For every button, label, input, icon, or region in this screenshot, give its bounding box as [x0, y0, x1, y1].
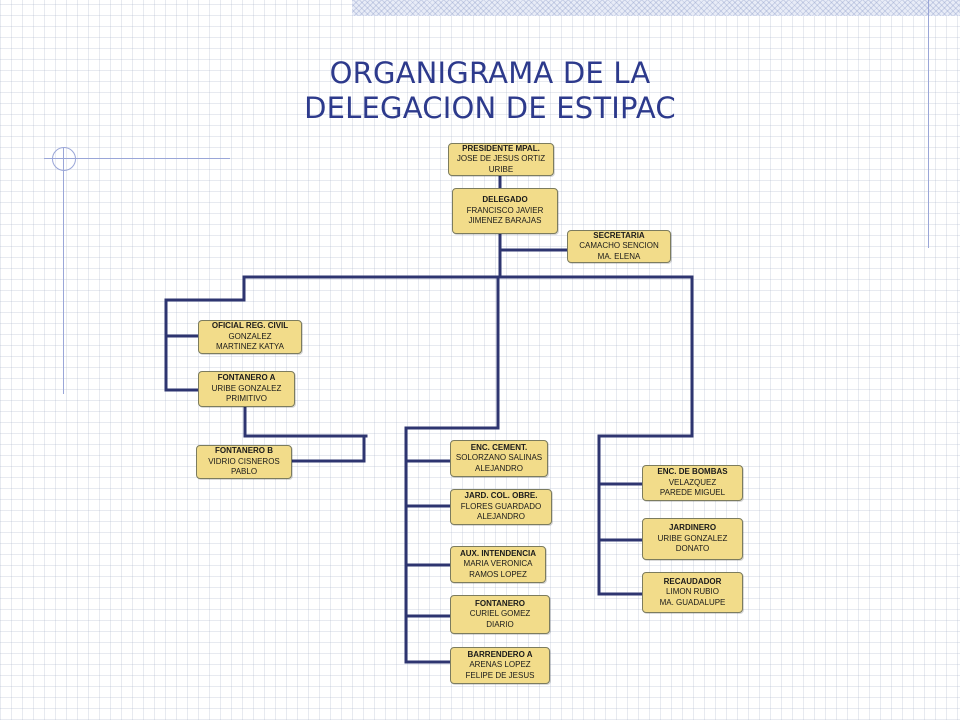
node-role: FONTANERO — [474, 598, 526, 608]
node-name-line-2: RAMOS LOPEZ — [469, 569, 527, 579]
node-role: JARDINERO — [668, 523, 717, 533]
node-role: PRESIDENTE MPAL. — [462, 143, 540, 153]
node-role: AUX. INTENDENCIA — [459, 548, 536, 558]
node-name-line-1: ARENAS LOPEZ — [469, 660, 531, 670]
node-name-line-1: CAMACHO SENCION — [579, 241, 659, 251]
node-name-line-1: CURIEL GOMEZ — [469, 609, 531, 619]
node-name-line-2: DONATO — [675, 544, 710, 554]
node-recaudador: RECAUDADOR LIMON RUBIO MA. GUADALUPE — [642, 572, 743, 613]
node-role: ENC. DE BOMBAS — [657, 467, 728, 477]
node-enc-cement: ENC. CEMENT. SOLORZANO SALINAS ALEJANDRO — [450, 440, 548, 477]
node-name-line-1: MARIA VERONICA — [463, 559, 533, 569]
node-name-line-2: FELIPE DE JESUS — [465, 670, 535, 680]
node-name-line-2: DIARIO — [486, 619, 514, 629]
node-name-line-1: FRANCISCO JAVIER — [466, 205, 544, 215]
node-role: ENC. CEMENT. — [470, 442, 528, 452]
node-jard-col-obre: JARD. COL. OBRE. FLORES GUARDADO ALEJAND… — [450, 489, 552, 525]
node-name-line-1: JOSE DE JESUS ORTIZ — [456, 154, 546, 164]
node-name-line-1: VELAZQUEZ — [668, 477, 717, 487]
node-role: DELEGADO — [482, 195, 528, 205]
node-name-line-1: URIBE GONZALEZ — [657, 533, 728, 543]
node-oficial-reg-civil: OFICIAL REG. CIVIL GONZALEZ MARTINEZ KAT… — [198, 320, 302, 354]
title-line-2: DELEGACION DE ESTIPAC — [304, 91, 676, 125]
node-role: OFICIAL REG. CIVIL — [211, 321, 289, 331]
top-corner-decoration — [352, 0, 960, 16]
node-secretaria: SECRETARIA CAMACHO SENCION MA. ELENA — [567, 230, 671, 263]
left-decor-vertical-line — [63, 148, 64, 394]
node-name-line-2: PRIMITIVO — [226, 394, 267, 404]
node-name-line-2: URIBE — [488, 164, 514, 174]
node-name-line-2: JIMENEZ BARAJAS — [468, 216, 542, 226]
node-role: SECRETARIA — [593, 230, 645, 240]
node-name-line-1: SOLORZANO SALINAS — [455, 453, 543, 463]
node-enc-bombas: ENC. DE BOMBAS VELAZQUEZ PAREDE MIGUEL — [642, 465, 743, 501]
node-name-line-2: PAREDE MIGUEL — [659, 488, 726, 498]
right-decor-vertical-line — [928, 0, 929, 248]
node-role: FONTANERO B — [214, 446, 274, 456]
node-name-line-2: PABLO — [230, 467, 258, 477]
node-name-line-1: GONZALEZ — [228, 331, 272, 341]
node-fontanero-a: FONTANERO A URIBE GONZALEZ PRIMITIVO — [198, 371, 295, 407]
page-title: ORGANIGRAMA DE LA DELEGACION DE ESTIPAC — [260, 56, 720, 126]
node-aux-intendencia: AUX. INTENDENCIA MARIA VERONICA RAMOS LO… — [450, 546, 546, 583]
node-role: JARD. COL. OBRE. — [464, 491, 538, 501]
node-fontanero: FONTANERO CURIEL GOMEZ DIARIO — [450, 595, 550, 634]
left-decor-circle — [52, 147, 76, 171]
node-role: BARRENDERO A — [467, 649, 533, 659]
left-decor-horizontal-line — [44, 158, 230, 159]
node-fontanero-b: FONTANERO B VIDRIO CISNEROS PABLO — [196, 445, 292, 479]
node-name-line-2: ALEJANDRO — [476, 512, 525, 522]
node-name-line-2: MA. ELENA — [597, 251, 641, 261]
node-name-line-1: URIBE GONZALEZ — [211, 383, 282, 393]
node-name-line-1: VIDRIO CISNEROS — [208, 456, 280, 466]
node-role: FONTANERO A — [217, 373, 276, 383]
node-name-line-2: MARTINEZ KATYA — [215, 342, 284, 352]
node-name-line-2: ALEJANDRO — [474, 463, 523, 473]
node-presidente: PRESIDENTE MPAL. JOSE DE JESUS ORTIZ URI… — [448, 143, 554, 176]
node-barrendero-a: BARRENDERO A ARENAS LOPEZ FELIPE DE JESU… — [450, 647, 550, 684]
node-name-line-1: FLORES GUARDADO — [460, 501, 542, 511]
node-role: RECAUDADOR — [663, 576, 722, 586]
node-name-line-1: LIMON RUBIO — [666, 587, 719, 597]
node-name-line-2: MA. GUADALUPE — [659, 597, 726, 607]
node-jardinero: JARDINERO URIBE GONZALEZ DONATO — [642, 518, 743, 560]
title-line-1: ORGANIGRAMA DE LA — [329, 56, 651, 90]
node-delegado: DELEGADO FRANCISCO JAVIER JIMENEZ BARAJA… — [452, 188, 558, 234]
